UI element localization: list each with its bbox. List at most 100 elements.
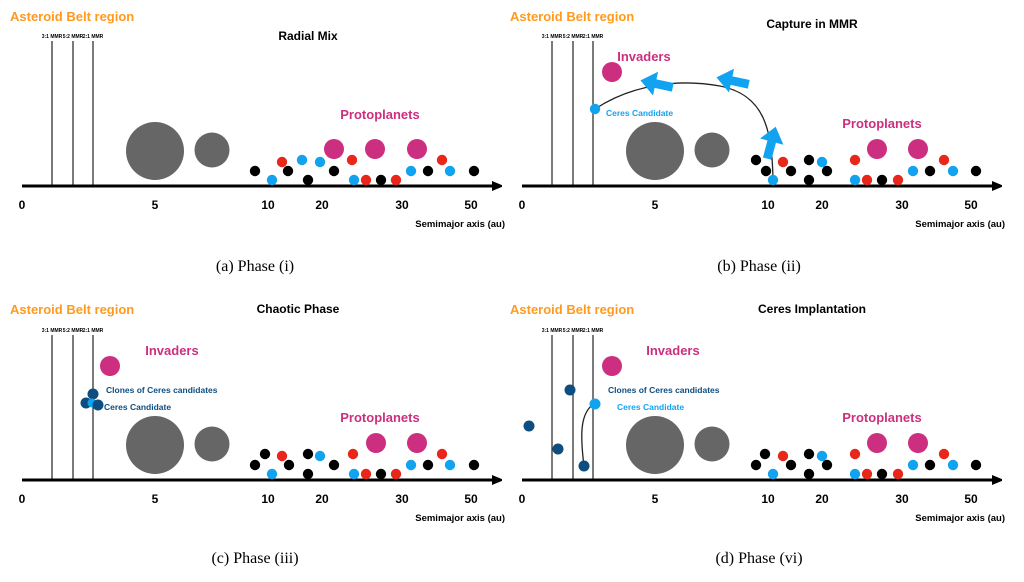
planetesimal-black	[785, 165, 797, 177]
planetesimal-red	[892, 468, 904, 480]
planetesimal-black	[876, 174, 888, 186]
protoplanet	[365, 139, 385, 159]
planetesimal-black	[422, 459, 434, 471]
migration-arrow-icon	[640, 71, 674, 96]
mmr-label: 3:1 MMR	[542, 34, 563, 40]
protoplanet	[366, 433, 386, 453]
axis-tick-label: 20	[815, 198, 829, 212]
planetesimal-blue	[314, 450, 326, 462]
clones-label: Clones of Ceres candidates	[106, 385, 218, 395]
planetesimal-red	[436, 154, 448, 166]
ceres-clone	[92, 399, 104, 411]
planetesimal-red	[276, 450, 288, 462]
axis-tick-label: 5	[652, 198, 659, 212]
invader-body	[100, 356, 120, 376]
protoplanet	[867, 433, 887, 453]
planetesimal-black	[750, 154, 762, 166]
axis-tick-label: 10	[261, 492, 275, 506]
planetesimal-black	[821, 459, 833, 471]
planetesimal-black	[803, 448, 815, 460]
planetesimal-red	[892, 174, 904, 186]
ceres-candidate	[589, 103, 601, 115]
planetesimal-black	[821, 165, 833, 177]
invaders-label: Invaders	[145, 343, 198, 358]
mmr-label: 5:2 MMR	[563, 328, 584, 334]
panel-phase-i: Radial Mix (a) Phase (i) Asteroid Belt r…	[10, 9, 505, 275]
planetesimal-black	[924, 165, 936, 177]
ceres-clone	[87, 388, 99, 400]
planetesimal-red	[861, 468, 873, 480]
planetesimal-black	[468, 459, 480, 471]
planetesimal-black	[803, 174, 815, 186]
protoplanets-label: Protoplanets	[340, 107, 419, 122]
axis-title: Semimajor axis (au)	[915, 219, 1005, 230]
axis-tick-label: 30	[895, 198, 909, 212]
planetesimal-black	[375, 174, 387, 186]
planetesimal-blue	[947, 165, 959, 177]
asteroid-belt-label: Asteroid Belt region	[10, 9, 134, 24]
axis-tick-label: 30	[395, 198, 409, 212]
planetesimal-red	[360, 174, 372, 186]
planetesimal-red	[849, 448, 861, 460]
planetesimal-blue	[947, 459, 959, 471]
jupiter-planet	[126, 416, 184, 474]
planetesimal-black	[249, 165, 261, 177]
panel-title: Capture in MMR	[766, 17, 858, 31]
planetesimal-black	[750, 459, 762, 471]
planetesimal-black	[970, 165, 982, 177]
axis-tick-label: 50	[964, 492, 978, 506]
protoplanet	[407, 433, 427, 453]
planetesimal-black	[924, 459, 936, 471]
axis-tick-label: 50	[464, 198, 478, 212]
mmr-label: 3:1 MMR	[542, 328, 563, 334]
jupiter-planet	[626, 122, 684, 180]
panel-caption: (d) Phase (vi)	[715, 550, 802, 567]
axis-title: Semimajor axis (au)	[415, 513, 505, 524]
protoplanet	[908, 433, 928, 453]
planetesimal-black	[422, 165, 434, 177]
planetesimal-black	[803, 154, 815, 166]
planetesimal-red	[849, 154, 861, 166]
planetesimal-blue	[907, 165, 919, 177]
planetesimal-blue	[849, 174, 861, 186]
planetesimal-blue	[296, 154, 308, 166]
axis-tick-label: 10	[761, 492, 775, 506]
ceres-clone	[523, 420, 535, 432]
mmr-label: 2:1 MMR	[583, 328, 604, 334]
invaders-label: Invaders	[617, 49, 670, 64]
mmr-label: 5:2 MMR	[63, 34, 84, 40]
planetesimal-blue	[405, 165, 417, 177]
planetesimal-red	[276, 156, 288, 168]
protoplanet	[867, 139, 887, 159]
ceres-candidate-label: Ceres Candidate	[606, 108, 673, 118]
planetesimal-red	[938, 448, 950, 460]
planetesimal-blue	[767, 174, 779, 186]
planetesimal-blue	[266, 174, 278, 186]
planetesimal-black	[328, 459, 340, 471]
asteroid-belt-label: Asteroid Belt region	[510, 9, 634, 24]
planetesimal-blue	[816, 156, 828, 168]
planetesimal-blue	[816, 450, 828, 462]
ceres-candidate	[589, 398, 601, 410]
planetesimal-blue	[348, 468, 360, 480]
panel-title: Ceres Implantation	[758, 302, 866, 316]
axis-title: Semimajor axis (au)	[915, 513, 1005, 524]
saturn-planet	[694, 132, 730, 168]
migration-arrow-icon	[760, 126, 784, 160]
panel-caption: (b) Phase (ii)	[717, 258, 801, 275]
panel-caption: (a) Phase (i)	[216, 258, 294, 275]
panel-phase-ii: Capture in MMR (b) Phase (ii) Asteroid B…	[510, 9, 1005, 275]
axis-tick-label: 10	[761, 198, 775, 212]
planetesimal-blue	[405, 459, 417, 471]
planetesimal-black	[283, 459, 295, 471]
planetesimal-black	[375, 468, 387, 480]
planetesimal-black	[785, 459, 797, 471]
clones-label: Clones of Ceres candidates	[608, 385, 720, 395]
planetesimal-red	[938, 154, 950, 166]
ceres-candidate-label: Ceres Candidate	[104, 402, 171, 412]
planetesimal-black	[302, 468, 314, 480]
planetesimal-blue	[348, 174, 360, 186]
axis-tick-label: 50	[464, 492, 478, 506]
planetesimal-blue	[444, 459, 456, 471]
